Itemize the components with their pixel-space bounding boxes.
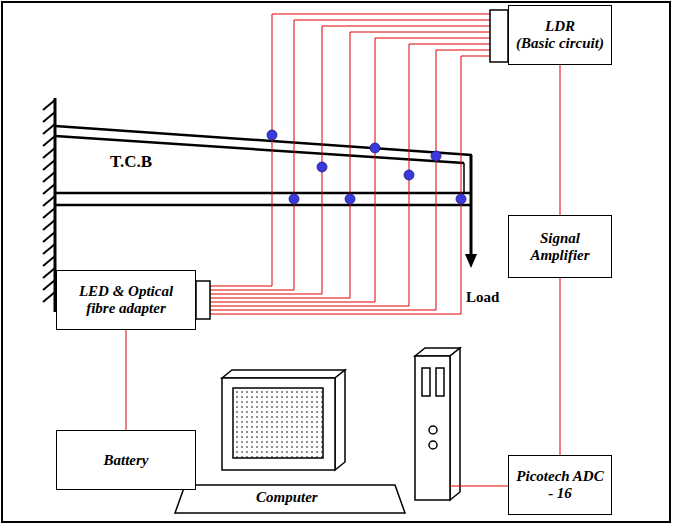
computer-illustration <box>222 378 335 470</box>
computer-illustration <box>415 356 450 500</box>
fixed-wall <box>43 208 55 218</box>
ldr-fibre-wires <box>350 32 490 198</box>
ldr-fibre-wires <box>272 14 490 200</box>
tapered-beam <box>55 192 470 195</box>
computer-illustration <box>422 368 430 396</box>
led-fibre-wires <box>210 135 272 286</box>
fixed-wall <box>43 98 55 312</box>
fixed-wall <box>43 256 55 266</box>
fixed-wall <box>43 136 55 146</box>
led-fibre-wires <box>210 135 461 314</box>
fixed-wall <box>43 196 55 206</box>
sensor-dots <box>456 194 466 204</box>
block-box: Picotech ADC - 16 <box>508 455 612 515</box>
led-fibre-wires <box>210 148 375 302</box>
computer-illustration <box>222 370 345 378</box>
fixed-wall <box>43 148 55 158</box>
sensor-dots <box>431 151 441 161</box>
fixed-wall <box>43 112 55 122</box>
fixed-wall <box>43 244 55 254</box>
computer-illustration <box>436 368 444 396</box>
sensor-dots <box>267 130 466 204</box>
signal-wire <box>560 65 561 215</box>
fixed-wall <box>43 124 55 134</box>
sensor-dots <box>404 170 414 180</box>
led-fibre-wires <box>210 156 436 310</box>
fixed-wall <box>43 184 55 194</box>
box-text: Picotech ADC - 16 <box>516 468 604 502</box>
ldr-fibre-wires <box>436 50 490 156</box>
fixed-wall <box>43 268 55 278</box>
box-text: LED & Optical fibre adapter <box>64 283 188 317</box>
computer-illustration <box>429 426 437 434</box>
fixed-wall <box>43 232 55 242</box>
tapered-beam <box>470 155 473 256</box>
computer-illustration <box>175 348 460 513</box>
computer-illustration <box>233 388 323 458</box>
computer-label: Computer <box>256 489 318 506</box>
led-fibre-wires <box>210 167 322 294</box>
sensor-dots <box>289 194 299 204</box>
ldr-fibre-wires <box>322 26 490 167</box>
sensor-dots <box>317 162 327 172</box>
block-box: LED & Optical fibre adapter <box>56 270 196 330</box>
ldr-fibre-wires <box>375 38 490 148</box>
beam-label: T.C.B <box>110 152 152 172</box>
sensor-dots <box>345 194 355 204</box>
ldr-connector <box>490 10 508 62</box>
tapered-beam <box>55 204 470 207</box>
ldr-fibre-wires <box>461 56 490 200</box>
fixed-wall <box>43 280 55 290</box>
computer-illustration <box>429 441 437 449</box>
load-label: Load <box>466 289 499 306</box>
led-fibre-wires <box>210 200 294 290</box>
led-fibre-wires <box>210 200 461 314</box>
sensor-dots <box>370 143 380 153</box>
block-box: Battery <box>56 430 196 490</box>
fixed-wall <box>43 172 55 182</box>
fixed-wall <box>43 100 55 110</box>
led-fibre-wires <box>210 175 409 306</box>
tapered-beam <box>463 163 465 193</box>
fixed-wall <box>43 220 55 230</box>
computer-illustration <box>175 485 405 513</box>
computer-illustration <box>335 370 345 470</box>
box-text: Battery <box>104 452 149 469</box>
computer-illustration <box>450 348 460 500</box>
fixed-wall <box>43 160 55 170</box>
signal-wire <box>560 278 561 455</box>
computer-wire <box>450 486 508 487</box>
box-text: (Basic circuit) <box>516 35 604 52</box>
signal-wire <box>126 330 127 430</box>
box-text: Signal Amplifier <box>516 230 604 264</box>
load-arrowhead <box>465 254 477 268</box>
block-box: LDR(Basic circuit) <box>508 5 612 65</box>
block-box: Signal Amplifier <box>508 215 612 278</box>
ldr-fibre-wires <box>294 20 490 200</box>
box-text: LDR <box>545 18 575 35</box>
sensor-dots <box>267 130 277 140</box>
led-fibre-wires <box>210 198 350 298</box>
led-connector <box>196 281 210 319</box>
ldr-fibre-wires <box>409 44 490 175</box>
fixed-wall <box>43 292 55 302</box>
